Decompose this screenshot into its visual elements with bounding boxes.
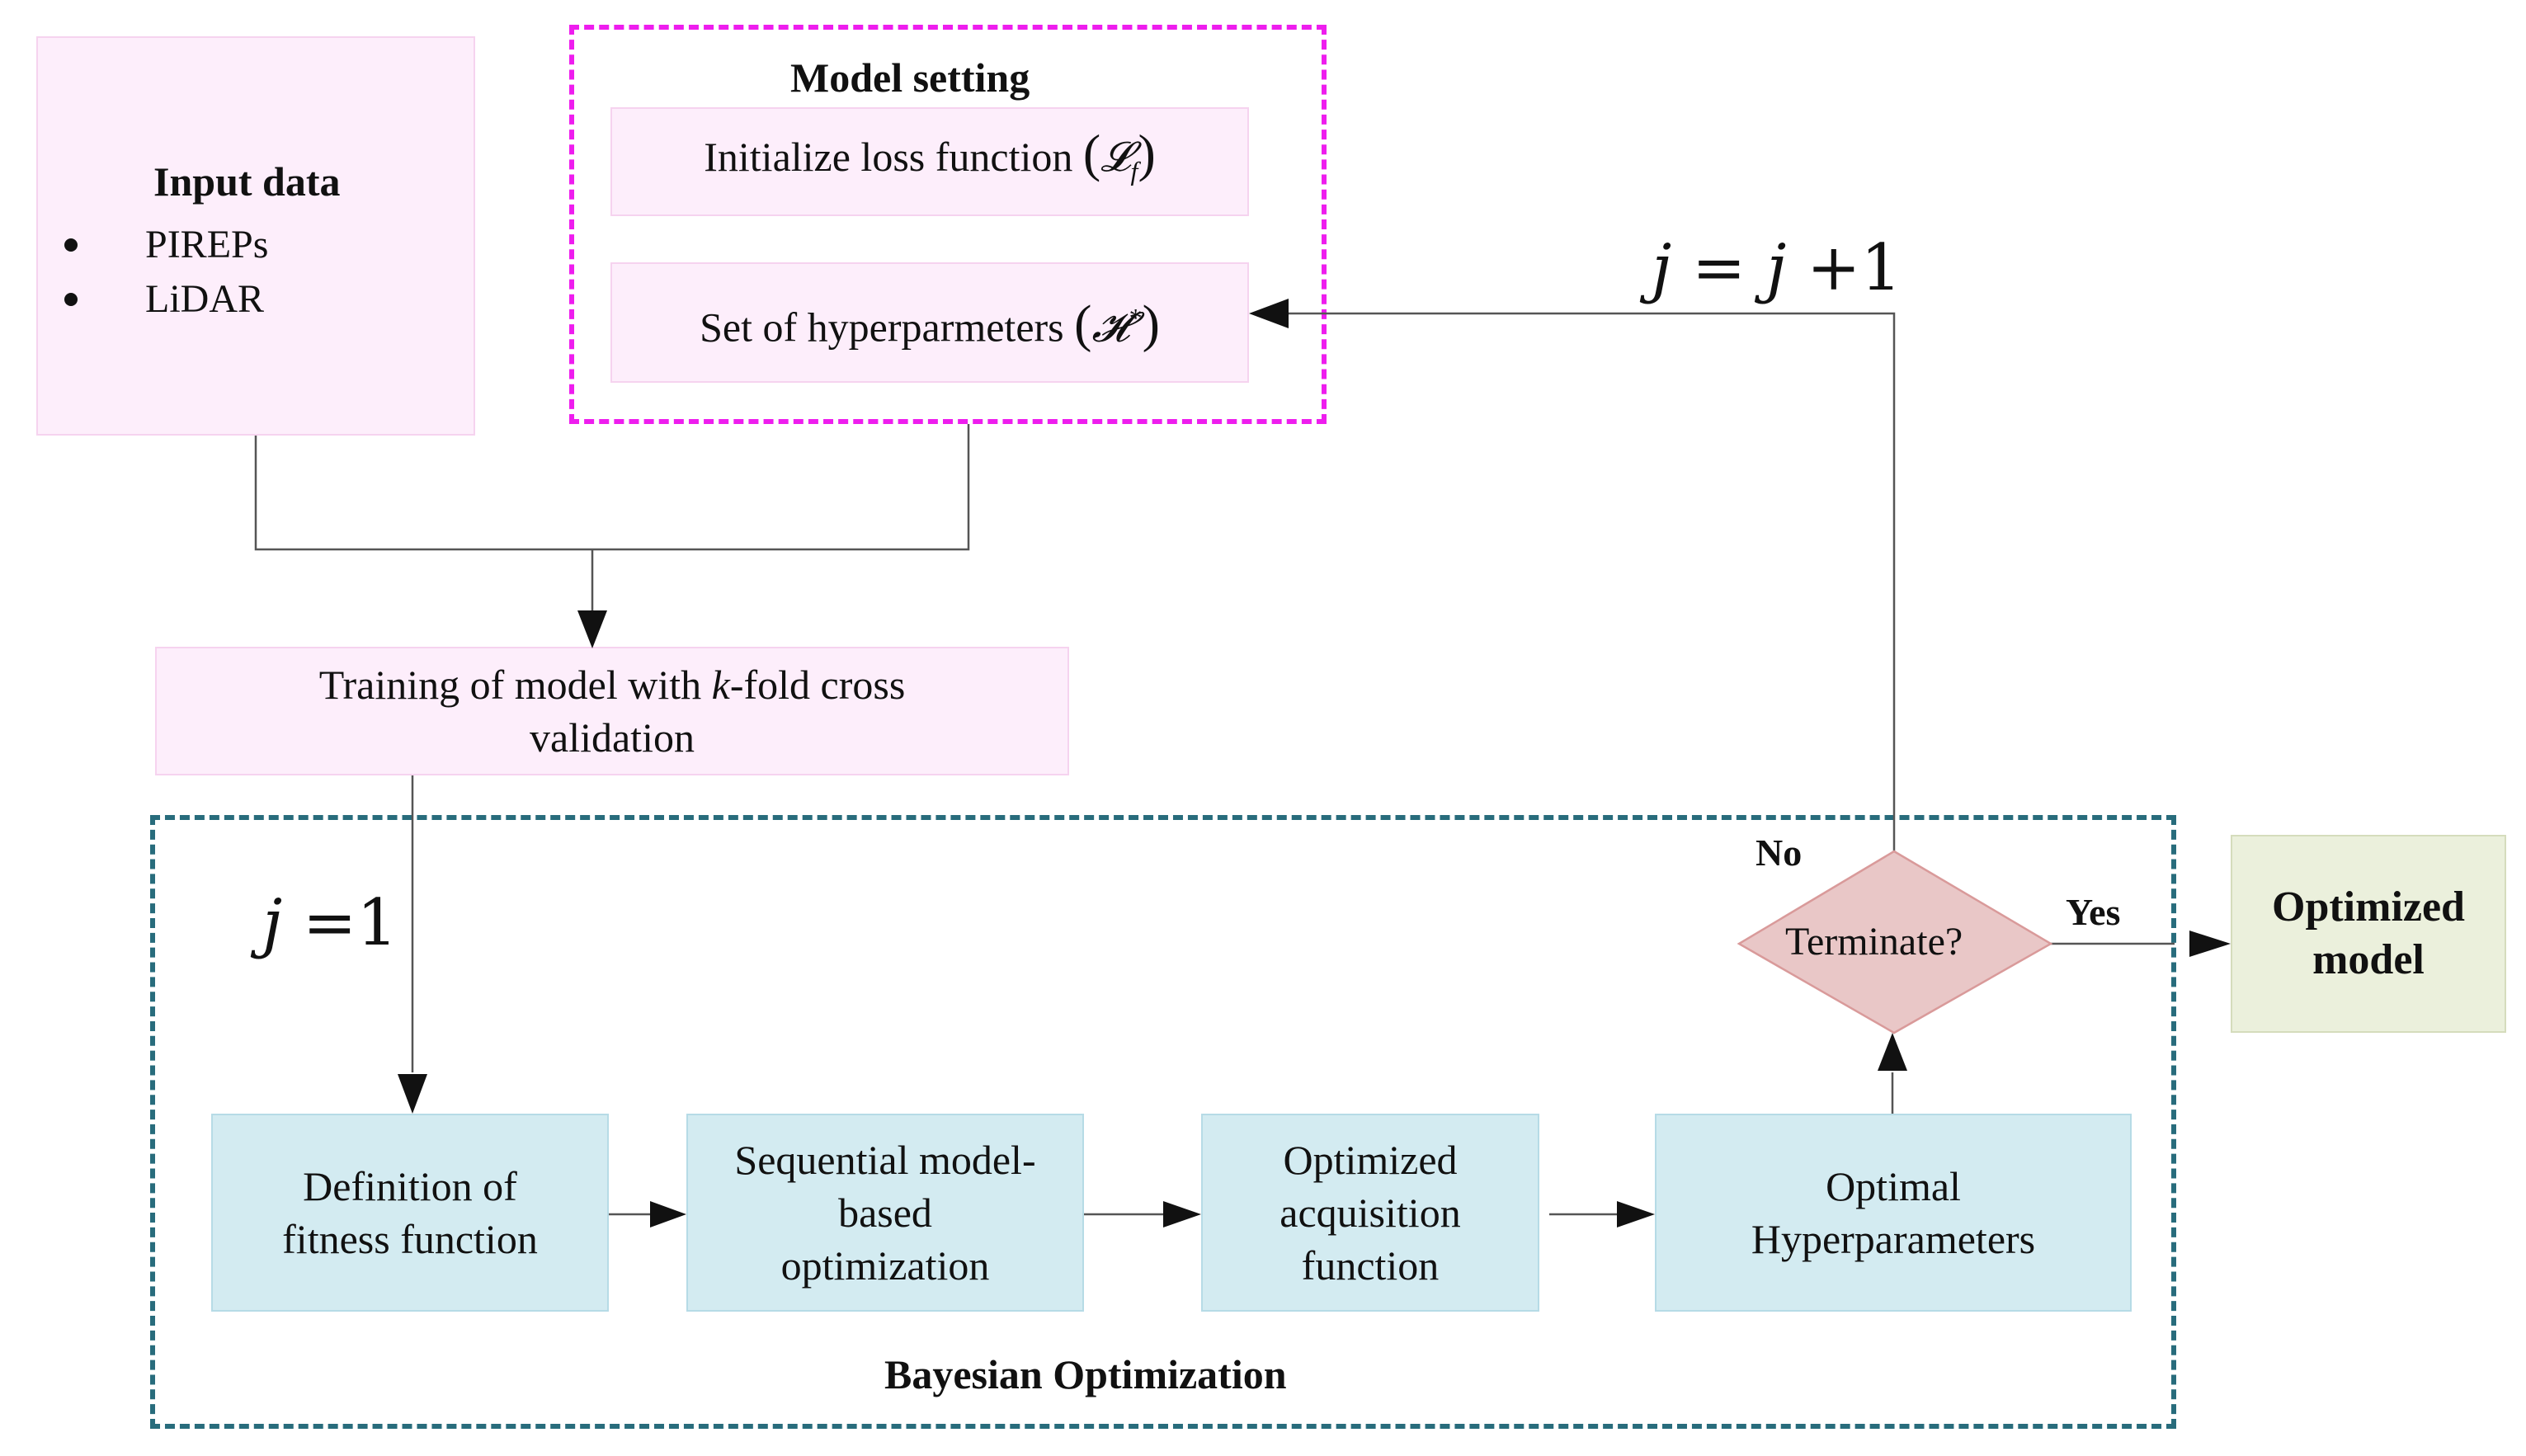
init-equation: j =1 — [262, 886, 398, 960]
model-setting-title: Model setting — [790, 54, 1030, 101]
arrow-to-training — [577, 610, 607, 648]
optimal-line-1: Optimal — [1826, 1163, 1961, 1209]
hyperparameter-set-box: Set of hyperparmeters (𝓗*) — [610, 262, 1249, 383]
acquisition-line-2: acquisition — [1279, 1190, 1461, 1236]
training-box: Training of model with k-fold cross vali… — [155, 647, 1069, 775]
optimized-model-box: Optimized model — [2231, 835, 2506, 1033]
input-data-list: PIREPs LiDAR — [46, 218, 268, 327]
no-label: No — [1755, 832, 1803, 874]
arrow-to-output — [2189, 931, 2231, 957]
optimal-line-2: Hyperparameters — [1751, 1216, 2036, 1262]
terminate-decision-diamond — [1737, 850, 2053, 1034]
loss-function-label: Initialize loss function (𝓛f) — [704, 123, 1156, 186]
input-connector — [254, 424, 970, 551]
optimal-hyperparameters-box: Optimal Hyperparameters — [1655, 1114, 2132, 1312]
acquisition-line-3: function — [1301, 1242, 1440, 1289]
input-data-box: Input data PIREPs LiDAR — [36, 36, 475, 436]
fitness-line-2: fitness function — [282, 1216, 538, 1262]
acquisition-line-1: Optimized — [1283, 1137, 1458, 1183]
fitness-function-box: Definition of fitness function — [211, 1114, 609, 1312]
smbo-line-3: optimization — [780, 1242, 990, 1289]
bayesian-optimization-title: Bayesian Optimization — [884, 1351, 1287, 1397]
acquisition-function-box: Optimized acquisition function — [1201, 1114, 1539, 1312]
arrow-to-hyperparameters — [1249, 299, 1289, 328]
arrow-to-fitness — [398, 1074, 427, 1114]
update-equation: j = j +1 — [1652, 231, 1902, 305]
hyperparameter-set-label: Set of hyperparmeters (𝓗*) — [700, 294, 1160, 353]
list-item: PIREPs — [46, 218, 268, 272]
loss-function-box: Initialize loss function (𝓛f) — [610, 107, 1249, 216]
arrow-to-step3 — [1163, 1201, 1201, 1227]
loop-back-connector — [1287, 312, 1896, 851]
training-line-1: Training of model with k-fold cross — [318, 662, 906, 708]
smbo-line-1: Sequential model- — [734, 1137, 1036, 1183]
bullet-icon — [64, 238, 78, 252]
input-data-title: Input data — [153, 158, 341, 205]
bayesian-optimization-group — [150, 815, 2176, 1429]
model-setting-group — [569, 25, 1327, 424]
yes-label: Yes — [2066, 891, 2121, 933]
arrow-to-step4 — [1617, 1201, 1655, 1227]
training-line-2: validation — [530, 714, 695, 761]
smbo-line-2: based — [838, 1190, 932, 1236]
list-item: LiDAR — [46, 272, 268, 327]
fitness-line-1: Definition of — [303, 1163, 517, 1209]
arrow-to-decision — [1878, 1033, 1907, 1071]
arrow-to-step2 — [650, 1201, 686, 1227]
terminate-label: Terminate? — [1785, 920, 1963, 964]
smbo-box: Sequential model- based optimization — [686, 1114, 1084, 1312]
optimized-model-line-1: Optimized — [2272, 883, 2465, 931]
optimized-model-line-2: model — [2312, 936, 2425, 983]
bullet-icon — [64, 293, 78, 306]
